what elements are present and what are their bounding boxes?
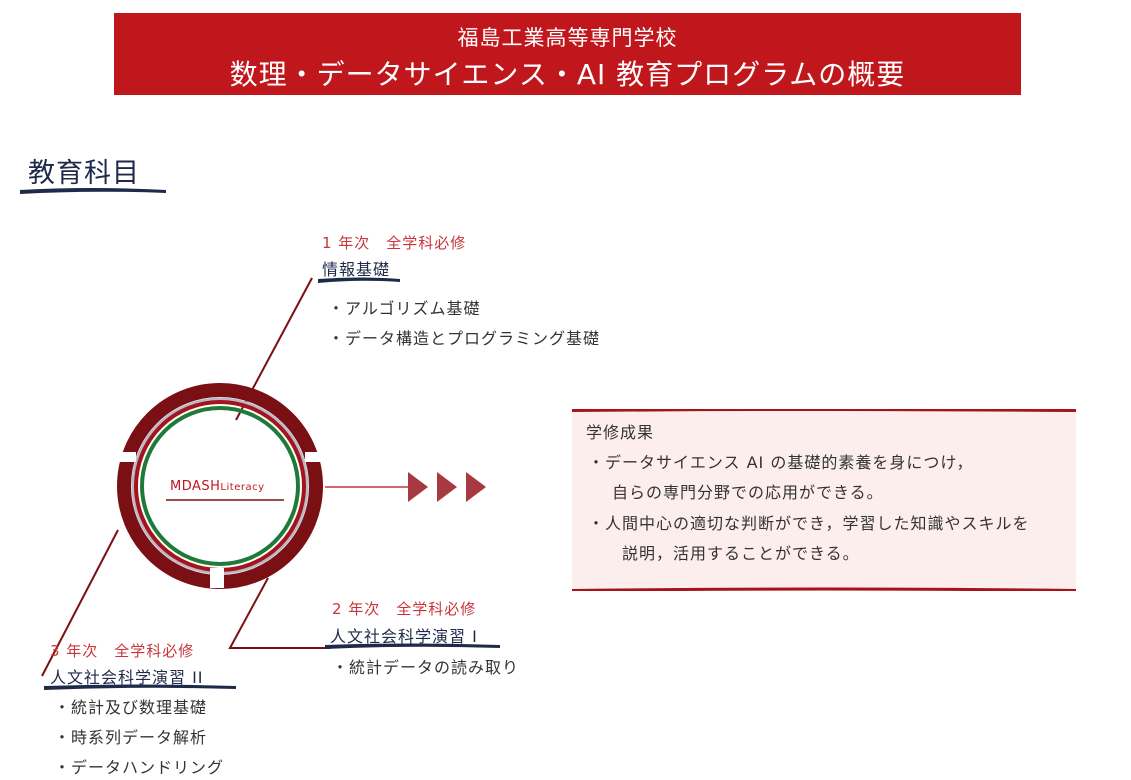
outcomes-heading: 学修成果 [586, 423, 655, 442]
course-year2-name: 人文社会科学演習 I [330, 627, 478, 646]
mdash-logo-main: MDASH [170, 479, 221, 494]
course-year2-label: 2 年次 全学科必修 [332, 600, 477, 618]
outcome-top-border [572, 409, 1076, 412]
course-year3-item: ・時系列データ解析 [54, 728, 208, 747]
emblem-gap-bottom [210, 568, 224, 588]
learning-outcomes-box: 学修成果 ・データサイエンス AI の基礎的素養を身につけ， 自らの専門分野での… [572, 409, 1076, 591]
outcome-line: ・データサイエンス AI の基礎的素養を身につけ， [588, 453, 974, 472]
mdash-logo-sub: Literacy [220, 482, 265, 493]
connector-year3 [41, 529, 119, 677]
section-title-underline [20, 188, 166, 194]
section-title: 教育科目 [28, 158, 140, 189]
outcome-box-borders [572, 409, 1076, 591]
program-title: 数理・データサイエンス・AI 教育プログラムの概要 [229, 58, 906, 91]
course-year2-item: ・統計データの読み取り [332, 658, 520, 677]
course-year3-name: 人文社会科学演習 II [50, 668, 204, 687]
header-banner: 福島工業高等専門学校 数理・データサイエンス・AI 教育プログラムの概要 [114, 13, 1021, 95]
course-year3-item: ・統計及び数理基礎 [54, 698, 208, 717]
underline-year1 [318, 277, 400, 283]
emblem-green-ring [140, 406, 300, 566]
course-year3-item: ・データハンドリング [54, 758, 225, 777]
connector-year2 [228, 577, 330, 649]
course-year3-label: 3 年次 全学科必修 [50, 642, 195, 660]
underline-year2 [325, 643, 500, 649]
emblem-gap-right [305, 452, 325, 462]
outcome-line: ・人間中心の適切な判断ができ，学習した知識やスキルを [588, 514, 1030, 533]
mdash-logo: MDASHLiteracy [170, 479, 265, 494]
outcome-line: 自らの専門分野での応用ができる。 [612, 483, 884, 502]
course-year1-label: 1 年次 全学科必修 [322, 234, 467, 252]
course-year1-item: ・データ構造とプログラミング基礎 [328, 329, 601, 348]
outcome-line: 説明，活用することができる。 [622, 544, 860, 563]
underline-year3 [44, 684, 236, 690]
outcome-bottom-border [572, 587, 1076, 591]
arrow-triangle-2 [437, 472, 457, 502]
arrow-triangle-3 [466, 472, 486, 502]
course-year1-item: ・アルゴリズム基礎 [328, 299, 481, 318]
school-name: 福島工業高等専門学校 [457, 26, 678, 50]
arrow-triangle-1 [408, 472, 428, 502]
course-year1-name: 情報基礎 [322, 260, 391, 279]
emblem-gap-left [116, 452, 136, 462]
